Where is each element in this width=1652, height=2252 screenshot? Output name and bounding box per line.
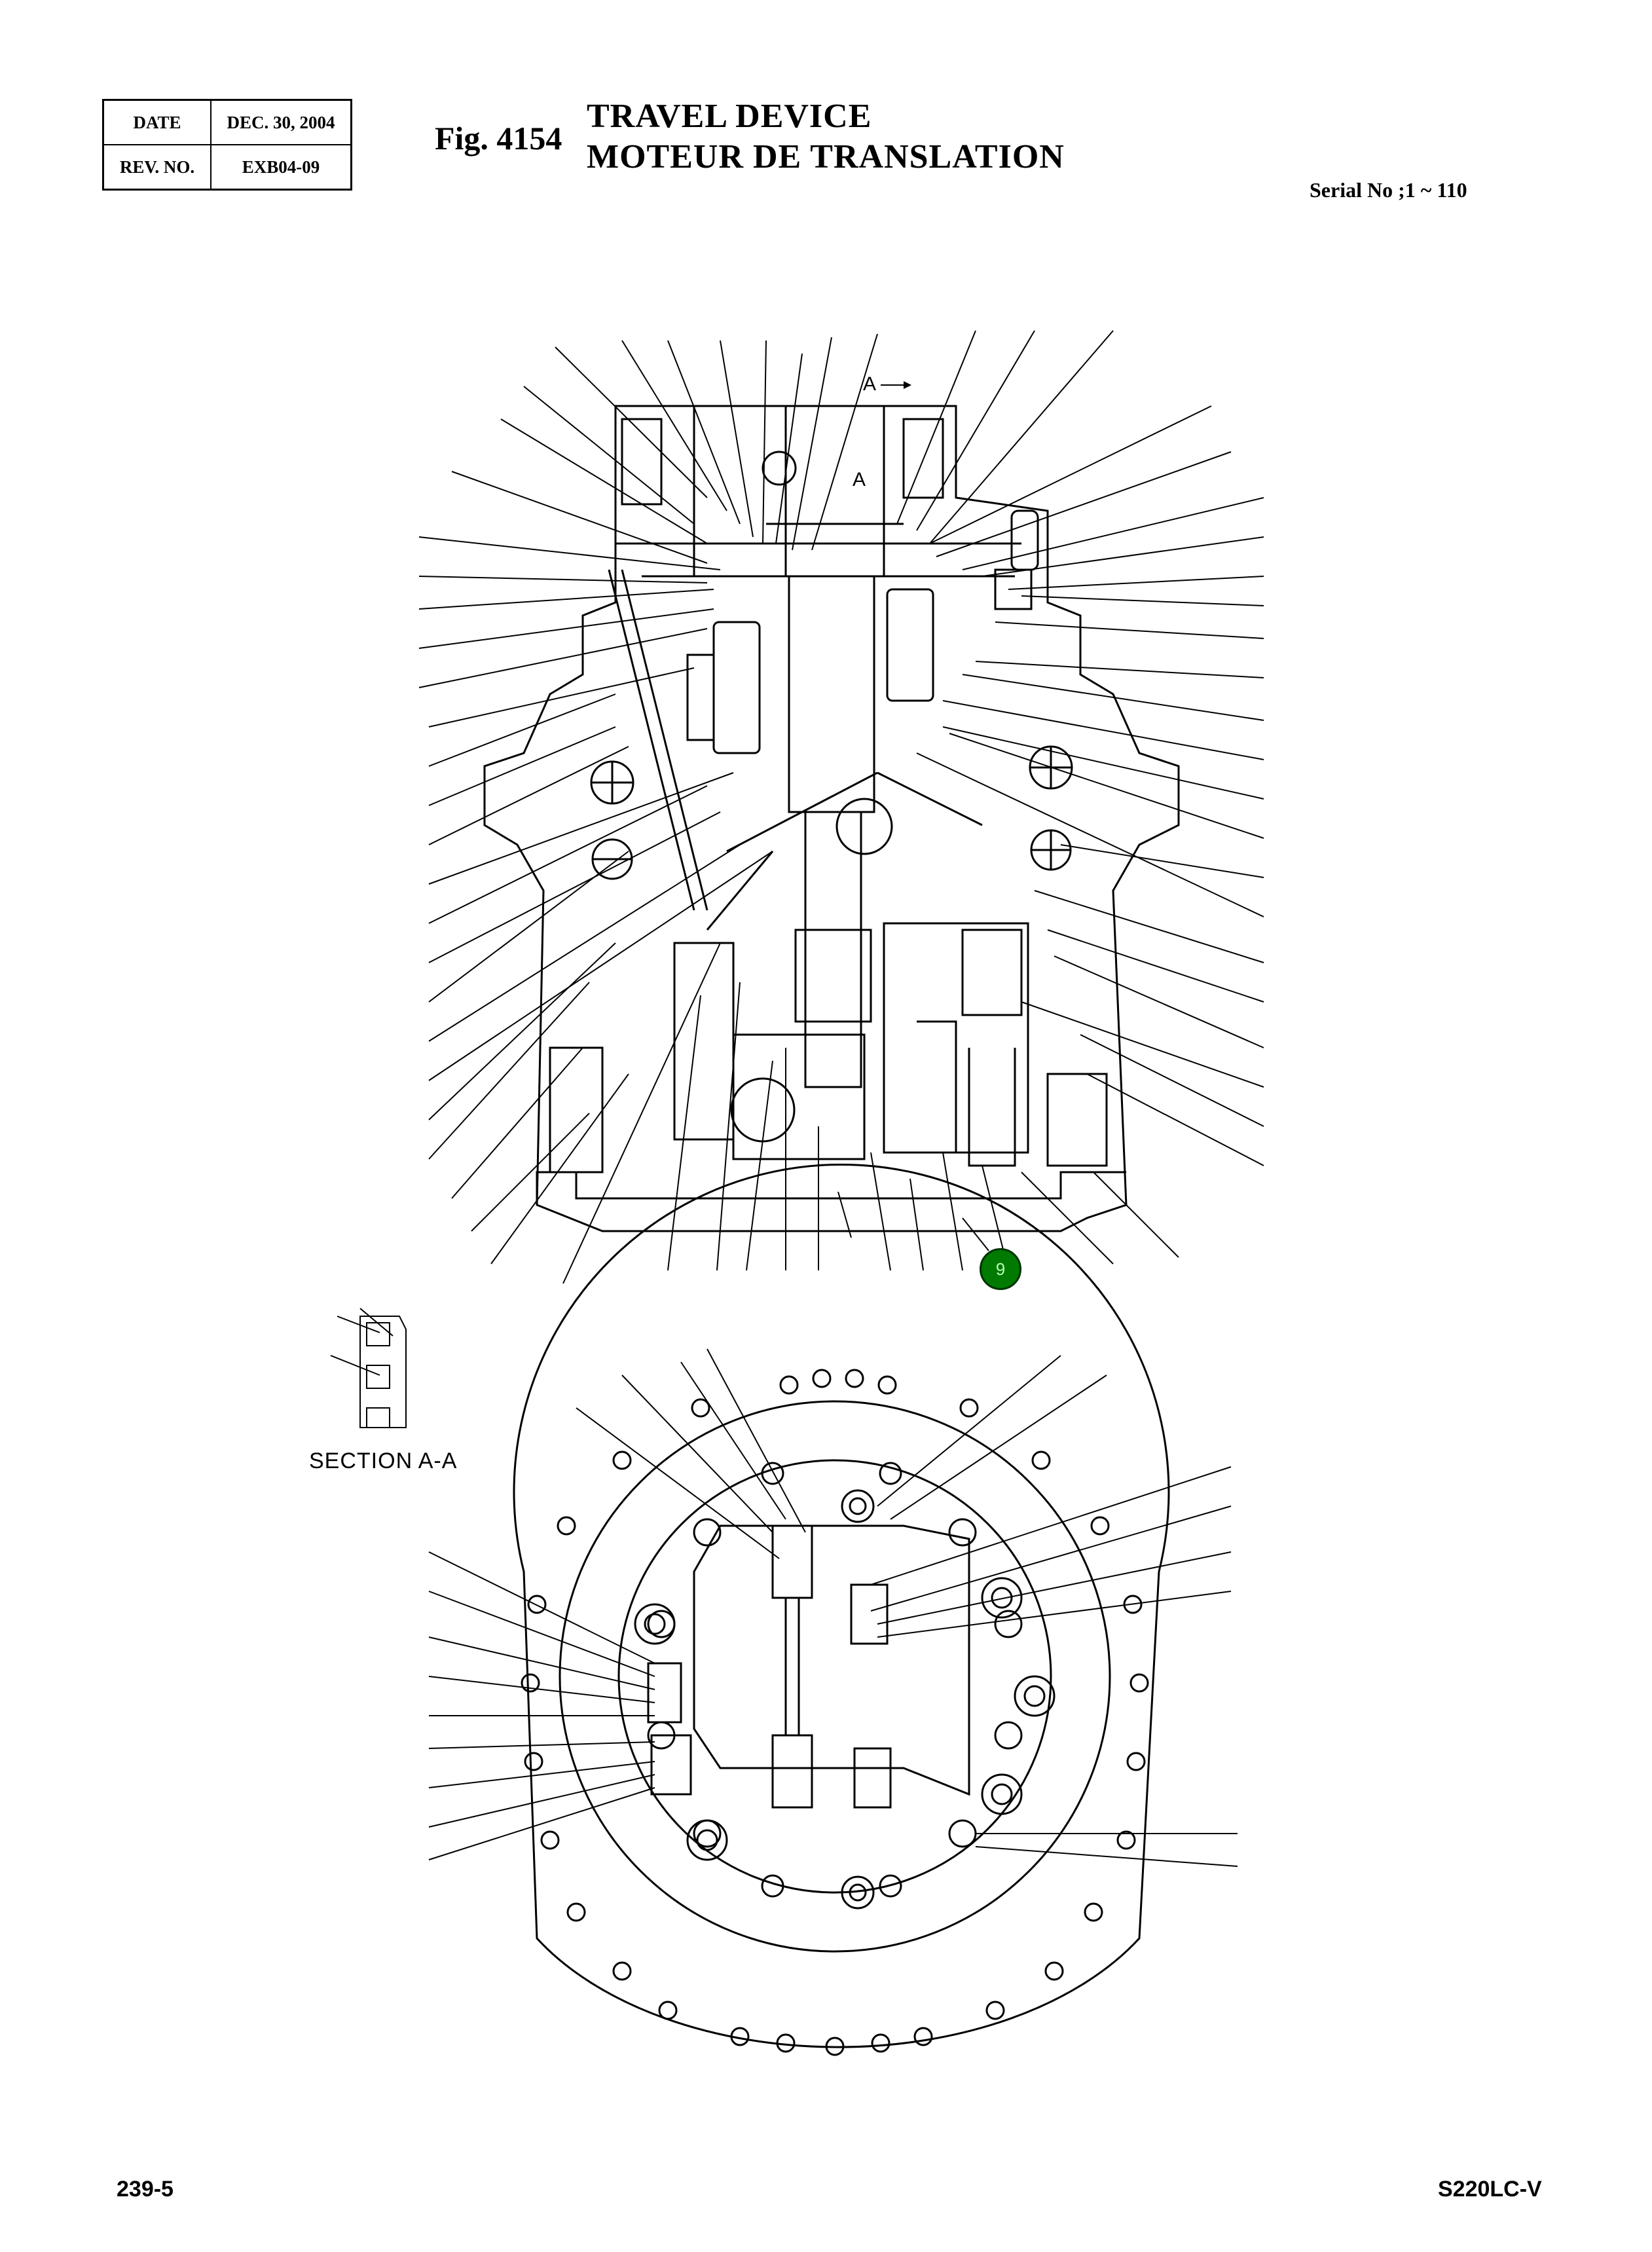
- svg-text:A: A: [863, 373, 876, 395]
- bolt-holes: [521, 1369, 1149, 2056]
- section-aa-label: SECTION A-A: [309, 1449, 458, 1473]
- section-arrow-a: A A: [853, 373, 911, 490]
- callout-leader: [962, 1217, 989, 1251]
- leader-lines-lower: [428, 1348, 1238, 1867]
- cross-section-view: [483, 405, 1180, 1232]
- model-number: S220LC-V: [1438, 2177, 1542, 2202]
- part-callout-9[interactable]: 9: [980, 1248, 1021, 1290]
- title-english: TRAVEL DEVICE: [587, 98, 872, 135]
- rev-label: REV. NO.: [102, 144, 211, 191]
- revision-info-table: DATE DEC. 30, 2004 REV. NO. EXB04-09: [102, 99, 352, 191]
- rev-value: EXB04-09: [210, 144, 352, 191]
- svg-text:A: A: [853, 469, 866, 490]
- section-aa-view: [330, 1308, 407, 1428]
- leader-lines-upper: [418, 330, 1264, 1284]
- date-label: DATE: [102, 99, 211, 145]
- page-number: 239-5: [117, 2177, 174, 2202]
- title-french: MOTEUR DE TRANSLATION: [587, 138, 1065, 175]
- serial-range: Serial No ;1 ~ 110: [1310, 178, 1467, 202]
- figure-number: Fig. 4154: [435, 120, 562, 157]
- plan-view: [513, 1163, 1170, 2048]
- date-value: DEC. 30, 2004: [210, 99, 352, 145]
